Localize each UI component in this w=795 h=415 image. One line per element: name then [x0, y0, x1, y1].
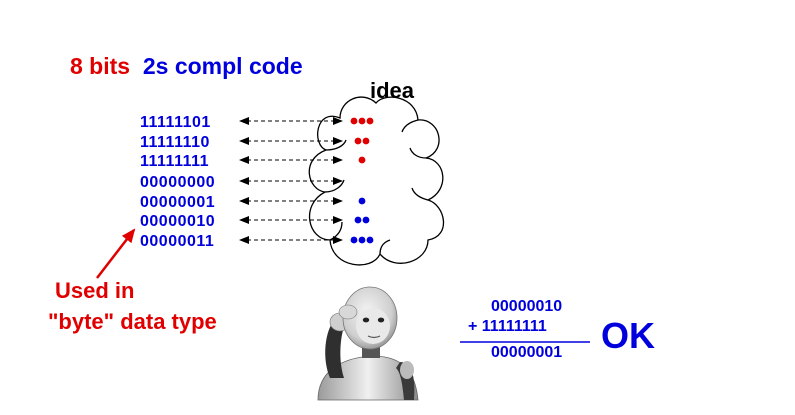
quantity-dot — [358, 156, 366, 164]
idea-label: idea — [370, 78, 415, 103]
sum-operand-1: 00000010 — [491, 298, 563, 315]
quantity-dots — [350, 117, 374, 244]
code-row: 11111110 — [140, 134, 210, 151]
note-line-1: Used in — [55, 278, 135, 303]
title-code: 2s compl code — [142, 53, 303, 79]
code-row: 11111111 — [140, 153, 210, 170]
note-line-2: "byte" data type — [48, 309, 217, 334]
quantity-dot — [366, 117, 374, 125]
quantity-dot — [362, 216, 370, 224]
diagram-title: 8 bits 2s compl code — [70, 55, 303, 78]
quantity-dot — [358, 236, 366, 244]
code-row: 00000011 — [140, 233, 215, 250]
note-arrow — [96, 228, 136, 279]
code-row: 00000010 — [140, 213, 216, 230]
title-bits: 8 bits — [70, 53, 131, 79]
code-row: 00000001 — [140, 194, 216, 211]
quantity-dot — [358, 117, 366, 125]
thinking-robot-icon — [317, 286, 419, 401]
code-arrows — [239, 117, 343, 244]
quantity-dot — [350, 117, 358, 125]
thought-cloud — [308, 96, 445, 266]
code-row: 00000000 — [140, 174, 216, 191]
sum-verdict: OK — [601, 315, 655, 356]
quantity-dot — [354, 137, 362, 145]
code-row: 11111101 — [140, 114, 211, 131]
quantity-dot — [362, 137, 370, 145]
quantity-dot — [350, 236, 358, 244]
quantity-dot — [366, 236, 374, 244]
sum-operand-2: + 11111111 — [468, 318, 547, 335]
quantity-dot — [358, 197, 366, 205]
quantity-dot — [354, 216, 362, 224]
sum-result: 00000001 — [491, 344, 563, 361]
